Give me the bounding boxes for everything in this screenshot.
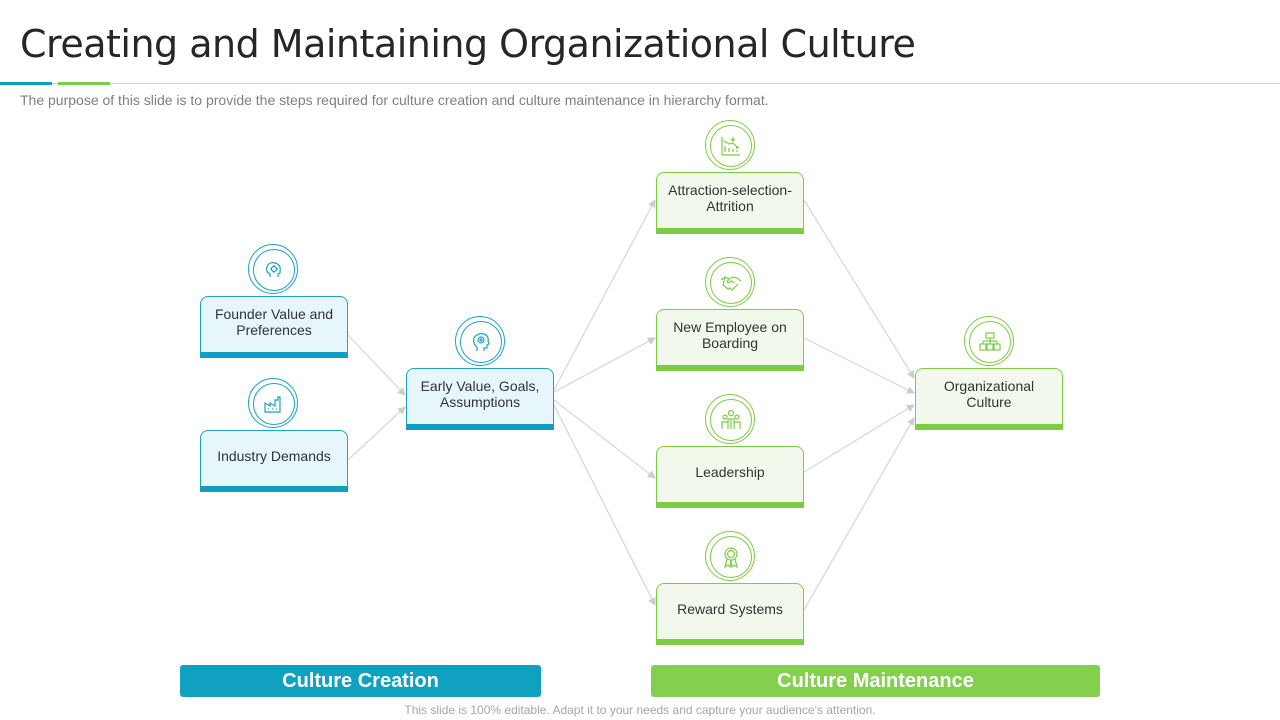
connector-early-onboarding [553, 337, 656, 393]
page-subtitle: The purpose of this slide is to provide … [20, 92, 769, 108]
leader-team-icon [705, 394, 755, 444]
node-industry-demands: Industry Demands [200, 430, 348, 492]
factory-icon [248, 378, 298, 428]
head-gear-icon [455, 316, 505, 366]
footer-note: This slide is 100% editable. Adapt it to… [404, 703, 876, 717]
culture-creation-bar: Culture Creation [180, 665, 541, 697]
title-accent-green [58, 82, 110, 85]
connector-leadership-org [803, 404, 915, 473]
node-leadership: Leadership [656, 446, 804, 508]
connector-industry-early [347, 406, 406, 461]
page-title: Creating and Maintaining Organizational … [20, 22, 916, 66]
node-founder-value: Founder Value and Preferences [200, 296, 348, 358]
node-early-values: Early Value, Goals, Assumptions [406, 368, 554, 430]
connector-early-reward [553, 404, 656, 606]
title-accent-blue [0, 82, 52, 85]
organization-icon [964, 316, 1014, 366]
award-badge-icon [705, 531, 755, 581]
culture-maintenance-bar: Culture Maintenance [651, 665, 1100, 697]
node-reward-systems: Reward Systems [656, 583, 804, 645]
connector-founder-early [347, 334, 406, 396]
connector-onboarding-org [803, 337, 915, 394]
connector-early-leadership [553, 399, 656, 479]
node-new-employee-onboarding: New Employee on Boarding [656, 309, 804, 371]
handshake-icon [705, 257, 755, 307]
title-divider [0, 83, 1280, 84]
node-attraction-selection-attrition: Attraction-selection-Attrition [656, 172, 804, 234]
node-organizational-culture: Organizational Culture [915, 368, 1063, 430]
connector-early-attraction [553, 199, 656, 391]
connector-reward-org [803, 417, 915, 611]
declining-chart-icon [705, 120, 755, 170]
connector-attraction-org [803, 199, 915, 379]
brain-gear-icon [248, 244, 298, 294]
